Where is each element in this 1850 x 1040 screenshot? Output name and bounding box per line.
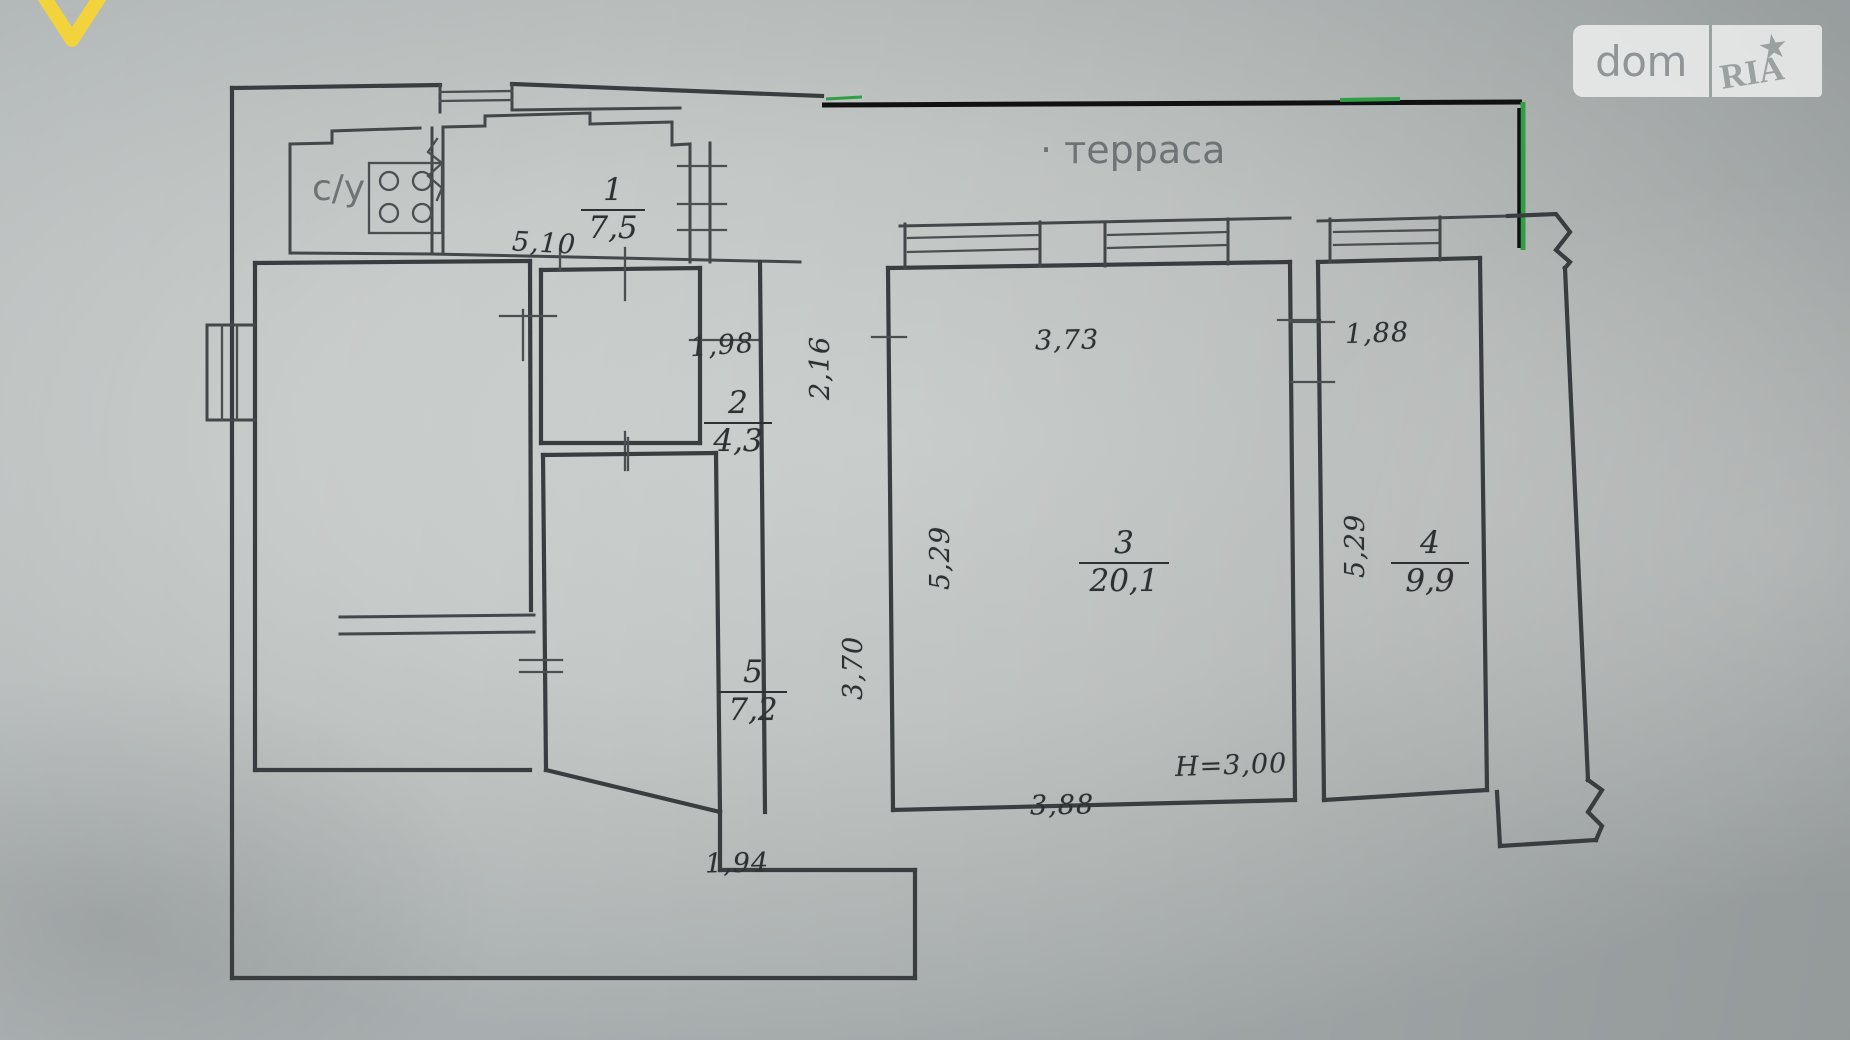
room-5-number: 5: [743, 654, 763, 690]
dimension-room3-height: 5,29: [925, 525, 956, 590]
right-outer-wall: [1494, 211, 1605, 849]
room-3-number: 3: [1114, 525, 1134, 561]
room-3-walls: [870, 216, 1322, 813]
room-5-walls: [518, 436, 723, 815]
watermark-ria-text: RIA: [1717, 48, 1787, 97]
room-1-number: 1: [603, 172, 623, 208]
room-2-number: 2: [728, 385, 748, 421]
room-2-fraction-bar: [704, 421, 772, 424]
room-2-walls: [498, 246, 762, 472]
dimension-room2-height: 2,16: [805, 335, 836, 400]
dom-ria-watermark: dom ★ RIA: [1573, 25, 1822, 97]
room-5-fraction-bar: [719, 690, 787, 693]
room-4-area: 9,9: [1405, 562, 1455, 599]
corridor-walls: [717, 259, 918, 981]
room-4-walls: [1288, 214, 1510, 803]
room-3-area: 20,1: [1089, 562, 1159, 599]
room-4-tag: 4 9,9: [1390, 525, 1470, 599]
room-1-tag: 1 7,5: [580, 172, 646, 246]
dimension-room4-width: 1,88: [1344, 316, 1410, 351]
room-3-fraction-bar: [1079, 561, 1169, 564]
yellow-marker-mark: [37, 0, 107, 47]
room-1-fraction-bar: [581, 208, 645, 211]
room-1-area: 7,5: [588, 209, 638, 246]
outer-envelope: [229, 81, 918, 981]
dimension-room5-width-bottom: 1,94: [704, 847, 770, 880]
dimension-room5-height: 3,70: [838, 635, 869, 700]
terrace-outline: [821, 95, 1526, 250]
room-4-number: 4: [1420, 525, 1440, 561]
room-5-area: 7,2: [728, 691, 778, 728]
dimension-kitchen-width: 5,10: [511, 226, 577, 261]
watermark-dom-text: dom: [1573, 25, 1709, 97]
room-5-tag: 5 7,2: [718, 654, 788, 728]
left-large-room: [205, 258, 536, 773]
dimension-room3-width-bottom: 3,88: [1029, 789, 1095, 822]
dimension-room2-width: 1,98: [688, 327, 756, 364]
terrace-label: · терраса: [1040, 128, 1226, 172]
bathroom-label: с/у: [312, 168, 366, 209]
dimension-room3-width-top: 3,73: [1034, 324, 1100, 357]
dimension-room4-height: 5,29: [1340, 513, 1371, 578]
room-2-area: 4,3: [713, 422, 763, 459]
watermark-separator: [1709, 25, 1712, 97]
room-2-tag: 2 4,3: [703, 385, 773, 459]
watermark-ria-block: ★ RIA: [1712, 25, 1822, 97]
stove-symbol: [367, 161, 444, 235]
room-3-tag: 3 20,1: [1078, 525, 1170, 599]
room-4-fraction-bar: [1391, 561, 1469, 564]
ceiling-height-note: H=3,00: [1174, 748, 1288, 783]
upper-block-walls: [288, 82, 802, 264]
